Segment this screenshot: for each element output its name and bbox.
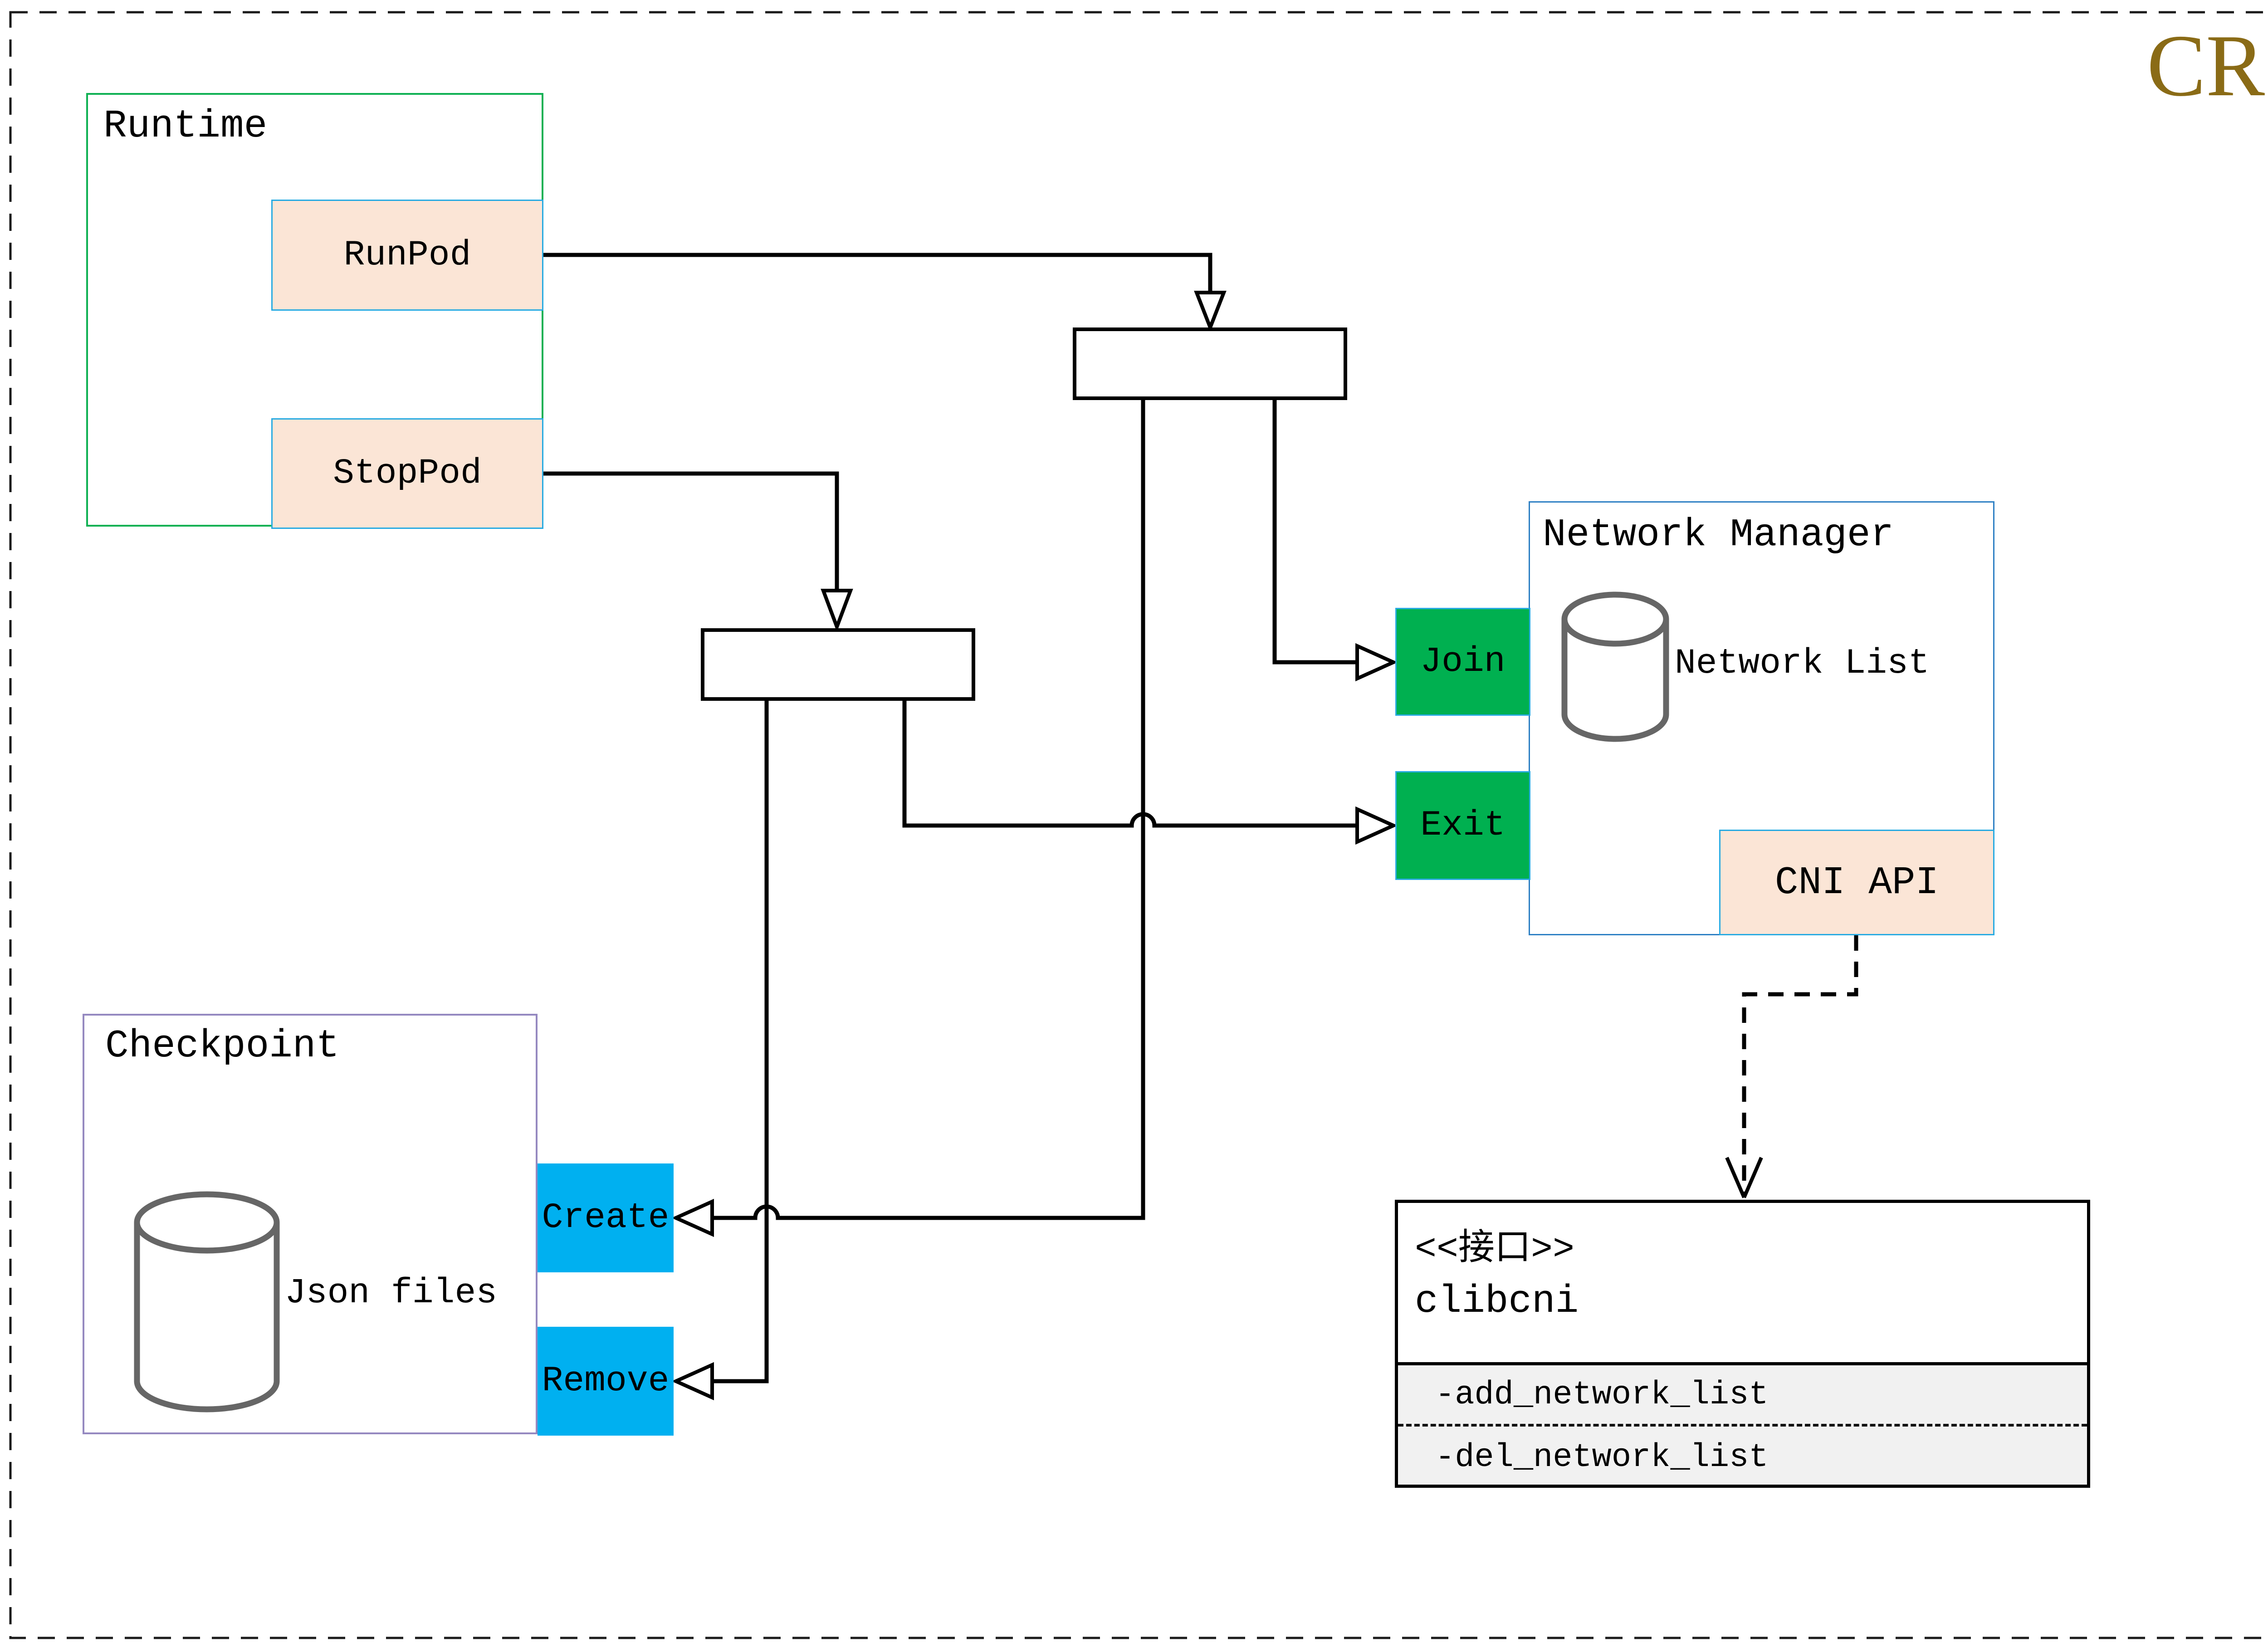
stoppod-label: StopPod [333,454,482,494]
edge-proc2-to-exit [902,699,1357,828]
database-icon [1561,591,1669,742]
create-node: Create [538,1163,674,1272]
arrowhead-left-create-icon [671,1198,714,1237]
process-box-stoppod [701,628,975,701]
page-dashed-border [9,11,2268,1639]
clibcni-name: clibcni [1415,1279,1579,1324]
process-box-runpod [1073,327,1347,400]
arrowhead-down-proc2-icon [821,589,853,632]
checkpoint-title: Checkpoint [105,1024,340,1068]
edge-cniapi-to-clibcni-dashed [1742,935,1858,1196]
clibcni-methods-section: -add_network_list -del_network_list [1398,1362,2087,1485]
diagram-title: CRI [2146,17,2268,115]
cni-api-label: CNI API [1774,860,1939,905]
clibcni-interface-box: <<接口>> clibcni -add_network_list -del_ne… [1395,1200,2090,1488]
join-label: Join [1420,642,1505,682]
arrowhead-open-down-clibcni-icon [1725,1157,1763,1198]
remove-label: Remove [542,1361,670,1401]
database-icon [134,1191,280,1412]
exit-label: Exit [1420,806,1505,845]
exit-node: Exit [1395,771,1530,880]
json-files-label: Json files [285,1273,498,1313]
edge-proc1-to-create [712,400,1145,1220]
join-node: Join [1395,608,1530,716]
create-label: Create [542,1198,670,1238]
cni-api-node: CNI API [1719,830,1994,935]
edge-runpod-to-proc1 [543,253,1212,293]
checkpoint-group-box: Checkpoint [83,1014,538,1434]
runpod-label: RunPod [343,235,471,275]
stoppod-node: StopPod [271,418,543,529]
clibcni-method: -del_network_list [1435,1438,1769,1476]
runtime-title: Runtime [103,104,268,148]
edge-proc2-to-remove [712,699,769,1383]
clibcni-stereotype: <<接口>> [1415,1229,1575,1271]
runpod-node: RunPod [271,200,543,311]
arrowhead-right-exit-icon [1355,806,1398,845]
edge-proc1-to-join [1272,400,1357,665]
arrowhead-left-remove-icon [671,1362,714,1401]
arrowhead-right-join-icon [1355,643,1398,682]
network-list-label: Network List [1675,644,1930,684]
arrowhead-down-proc1-icon [1194,291,1227,333]
clibcni-method: -add_network_list [1398,1365,2087,1427]
edge-stoppod-to-proc2 [543,471,839,591]
remove-node: Remove [538,1327,674,1436]
network-manager-title: Network Manager [1543,513,1894,557]
